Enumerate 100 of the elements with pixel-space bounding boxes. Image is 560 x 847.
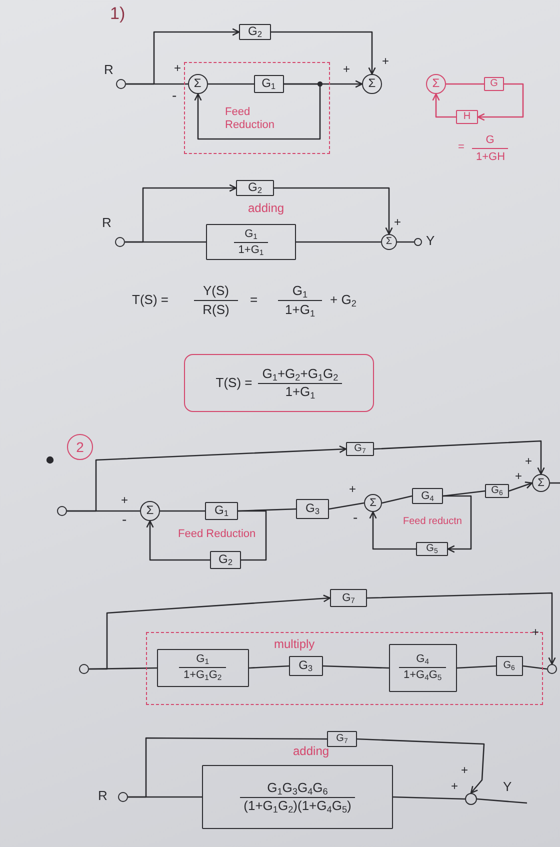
summing-junction (362, 74, 382, 94)
numerator: G$_{1}$+G$_{2}$+G$_{1}$G$_{2}$ (258, 366, 342, 384)
sum-symbol: Σ (368, 77, 376, 91)
block-label: G$_{5}$ (426, 543, 438, 555)
denominator: 1+GH (475, 150, 506, 164)
numerator: G$_{1}$G$_{3}$G$_{4}$G$_{6}$ (240, 780, 356, 798)
input-terminal (115, 237, 125, 247)
transfer-function-block (330, 589, 367, 607)
numerator: G (472, 134, 508, 149)
numerator: G$_{1}$ (278, 284, 322, 301)
summing-junction (465, 793, 477, 805)
connector-line (128, 796, 202, 798)
sign-label: - (122, 511, 127, 528)
figure-number: 2 (76, 438, 84, 456)
equation-text: + G$_{2}$ (330, 293, 356, 308)
numerator: G$_{4}$ (399, 653, 446, 668)
circled-number (67, 434, 93, 460)
connector-line (89, 667, 157, 670)
sign-label: + (532, 626, 540, 640)
sum-symbol: Σ (370, 496, 376, 510)
block-label: G$_{2}$ (218, 553, 232, 567)
summing-junction (364, 494, 382, 512)
connector-line (446, 83, 484, 85)
denominator: (1+G$_{1}$G$_{2}$)(1+G$_{4}$G$_{5}$) (242, 798, 352, 814)
connector-line (442, 490, 486, 497)
arrow (477, 83, 524, 121)
connector-line (476, 798, 528, 804)
connector-line (397, 241, 414, 243)
arrow (274, 187, 393, 235)
equation-text: T(S) = (132, 293, 168, 308)
arrow (366, 592, 556, 665)
equation-text: = (458, 141, 464, 154)
block-label: G$_{6}$ (503, 660, 515, 672)
arrow (194, 83, 321, 140)
input-terminal (118, 792, 128, 802)
transfer-function-block (484, 77, 504, 91)
block-label: G$_{3}$ (305, 502, 320, 516)
sum-symbol: Σ (432, 77, 440, 91)
summing-junction (547, 664, 557, 674)
input-terminal (57, 506, 67, 516)
transfer-function-block (346, 442, 374, 456)
sign-label: + (121, 494, 128, 508)
connector-line (382, 495, 412, 504)
summing-junction (381, 234, 397, 250)
sign-label: + (394, 216, 402, 230)
denominator: 1+G$_{1}$ (237, 242, 265, 256)
transfer-function-block (254, 74, 284, 93)
block-label: G$_{3}$ (298, 658, 313, 672)
input-terminal (79, 664, 89, 674)
transfer-function-block (210, 551, 241, 569)
arrow (356, 738, 485, 794)
sign-label: - (172, 87, 177, 104)
summing-junction (532, 474, 550, 492)
block-label: G$_{4}$ (421, 490, 434, 502)
numerator: Y(S) (194, 284, 238, 301)
annotation-text: adding (248, 202, 284, 216)
connector-line (126, 83, 188, 85)
block-label: G$_{7}$ (336, 733, 348, 745)
transfer-function-block (296, 499, 329, 519)
arrow (374, 440, 545, 475)
transfer-function-block (388, 644, 457, 692)
connector-line (322, 665, 390, 669)
summing-junction (188, 74, 208, 94)
block-label: G$_{7}$ (342, 592, 355, 604)
transfer-function-block (202, 765, 393, 829)
terminal-label: R (104, 63, 114, 78)
arrow (432, 93, 456, 118)
connector-line (160, 510, 205, 512)
connector-line (328, 502, 364, 510)
transfer-function-block (496, 656, 523, 676)
connector-line (456, 665, 496, 669)
terminal-label: R (102, 216, 112, 231)
block-label: H (463, 111, 471, 123)
sum-symbol: Σ (538, 476, 544, 490)
numerator: G$_{1}$ (234, 228, 268, 242)
connector-line (238, 508, 296, 512)
summing-junction (140, 501, 160, 521)
sign-label: + (349, 483, 356, 497)
dashed-region (184, 62, 330, 154)
sign-label: + (382, 55, 390, 69)
denominator: 1+G$_{1}$ (284, 384, 316, 400)
connector-line (208, 83, 254, 85)
sum-symbol: Σ (194, 76, 202, 90)
block-label: G (490, 78, 498, 90)
sign-label: + (343, 63, 350, 77)
transfer-function-block (485, 484, 509, 498)
denominator: 1+G$_{1}$ (284, 302, 316, 318)
connector-line (522, 665, 548, 670)
arrow (369, 511, 416, 550)
annotation-text: Feed Reduction (178, 528, 256, 541)
block-label: G$_{2}$ (248, 181, 262, 195)
output-label: Y (503, 780, 512, 795)
annotation-text: Feed reductn (403, 516, 462, 528)
block-label: G$_{7}$ (354, 443, 366, 455)
transfer-function-block (239, 24, 271, 40)
sign-label: + (174, 62, 182, 76)
sign-label: + (515, 470, 522, 484)
sign-label: + (525, 455, 532, 469)
region-label: Feed Reduction (225, 106, 276, 132)
sign-label: + (451, 780, 458, 794)
